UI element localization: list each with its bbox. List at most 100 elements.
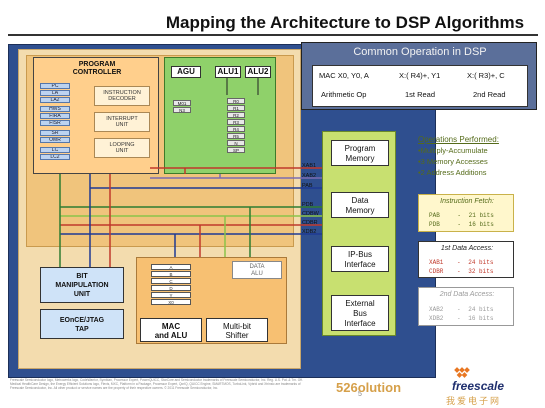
data-memory: Data Memory <box>331 192 389 218</box>
op-label-second-read: 2nd Read <box>473 90 506 99</box>
mac-line2: and ALU <box>154 331 188 340</box>
shifter-block: Multi-bit Shifter <box>206 318 268 342</box>
interrupt-unit-line1: INTERRUPT <box>106 116 138 122</box>
op-second-read: X:( R3)+, C <box>467 71 505 80</box>
shifter-line2: Shifter <box>225 331 249 340</box>
instruction-decoder-line2: DECODER <box>108 96 136 102</box>
bus-label-cdbr: CDBR <box>302 220 318 226</box>
alu-register-d: D <box>151 285 191 291</box>
bus-label-pdb: PDB <box>302 202 314 208</box>
sp-register: SP <box>227 147 245 153</box>
access2-row-xdb2: XDB2 - 16 bits <box>429 315 513 322</box>
bit-manipulation-unit: BIT MANIPULATION UNIT <box>40 267 124 303</box>
alu-register-c: C <box>151 278 191 284</box>
fetch-width: 16 bits <box>468 221 494 228</box>
looping-unit-line2: UNIT <box>115 148 129 154</box>
r3-register: R3 <box>227 119 245 125</box>
instruction-decoder-line1: INSTRUCTION <box>103 90 141 96</box>
fira-register: FIRA <box>40 113 70 119</box>
second-data-access-box: 2nd Data Access: XAB2 - 24 bits XDB2 - 1… <box>418 287 514 326</box>
operation-item: •Multiply-Accumulate <box>418 146 488 155</box>
common-operation-title: Common Operation in DSP <box>353 46 487 58</box>
access1-row-cdbr: CDBR - 32 bits <box>429 268 513 275</box>
eonce-jtag-tap: EOnCE/JTAG TAP <box>40 309 124 339</box>
fetch-row-pdb: PDB - 16 bits <box>429 221 513 228</box>
sr-register: SR <box>40 130 70 136</box>
access2-sep: - <box>457 315 461 322</box>
program-memory: Program Memory <box>331 140 389 166</box>
program-controller: PROGRAM CONTROLLER PC LA LA2 HWS FIRA FI… <box>33 57 159 174</box>
n3-register: N3 <box>173 107 191 113</box>
fetch-sep: - <box>457 221 462 228</box>
access1-sep: - <box>457 259 461 266</box>
interrupt-unit-line2: UNIT <box>115 122 129 128</box>
fisr-register: FISR <box>40 120 70 126</box>
omr-register: OMR <box>40 137 70 143</box>
memory-column: Program Memory Data Memory IP-Bus Interf… <box>322 131 396 336</box>
external-line2: Bus <box>353 309 367 318</box>
data-alu-label-line2: ALU <box>251 271 263 277</box>
agu-unit: AGU ALU1 ALU2 M01 N3 R0 R1 R2 R3 R4 R5 N… <box>164 57 276 174</box>
page-number: 5 <box>358 391 362 398</box>
access1-width: 24 bits <box>468 259 494 266</box>
r4-register: R4 <box>227 126 245 132</box>
freescale-logo-text: freescale <box>452 379 505 393</box>
instruction-decoder: INSTRUCTION DECODER <box>94 86 150 106</box>
program-controller-title: PROGRAM CONTROLLER <box>34 61 160 77</box>
access2-bus-name: XAB2 <box>429 306 444 313</box>
second-access-title: 2nd Data Access: <box>439 291 495 298</box>
access1-sep: - <box>457 268 461 275</box>
op-mac: MAC X0, Y0, A <box>319 71 369 80</box>
fetch-bus-name: PAB <box>429 212 440 219</box>
alu-register-b: B <box>151 271 191 277</box>
access2-sep: - <box>457 306 461 313</box>
access1-row-xab1: XAB1 - 24 bits <box>429 259 513 266</box>
alu-register-a: A <box>151 264 191 270</box>
bit-unit-line3: UNIT <box>73 291 91 298</box>
fetch-row-pab: PAB - 21 bits <box>429 212 513 219</box>
alu1-label: ALU1 <box>215 66 241 78</box>
access2-row-xab2: XAB2 - 24 bits <box>429 306 513 313</box>
bus-label-xdb2: XDB2 <box>302 229 317 235</box>
operations-title: Operations Performed: <box>418 135 499 144</box>
alu2-label: ALU2 <box>245 66 271 78</box>
access1-bus-name: CDBR <box>429 268 444 275</box>
lc2-register: LC2 <box>40 154 70 160</box>
access1-bus-name: XAB1 <box>429 259 444 266</box>
ipbus-line1: IP-Bus <box>347 250 372 259</box>
access2-bus-name: XDB2 <box>429 315 444 322</box>
program-controller-title-line1: PROGRAM <box>78 61 116 68</box>
data-alu-label: DATA ALU <box>232 261 282 279</box>
mac-alu-block: MAC and ALU <box>140 318 202 342</box>
external-line1: External <box>345 299 375 308</box>
page-title: Mapping the Architecture to DSP Algorith… <box>165 13 525 32</box>
bus-label-xab2: XAB2 <box>302 173 317 179</box>
instruction-fetch-box: Instruction Fetch: PAB - 21 bits PDB - 1… <box>418 194 514 232</box>
access2-width: 16 bits <box>468 315 494 322</box>
op-label-first-read: 1st Read <box>405 90 436 99</box>
external-bus-interface: External Bus Interface <box>331 295 389 331</box>
operation-item: •3 Memory Accesses <box>418 157 488 166</box>
bus-label-cdbw: CDBW <box>302 211 319 217</box>
ipbus-line2: Interface <box>344 260 376 269</box>
watermark-subtitle: 我爱电子网 <box>446 396 502 406</box>
watermark: 526olution <box>336 380 402 395</box>
fetch-sep: - <box>457 212 462 219</box>
instruction-fetch-title: Instruction Fetch: <box>440 198 494 205</box>
data-memory-line2: Memory <box>345 206 375 215</box>
data-alu-label-line1: DATA <box>249 264 265 270</box>
title-rule <box>8 34 538 36</box>
fetch-width: 21 bits <box>468 212 494 219</box>
first-data-access-box: 1st Data Access: XAB1 - 24 bits CDBR - 3… <box>418 241 514 278</box>
bit-unit-line1: BIT <box>76 273 88 280</box>
freescale-logo-icon <box>454 367 470 378</box>
ip-bus-interface: IP-Bus Interface <box>331 246 389 272</box>
r0-register: R0 <box>227 98 245 104</box>
program-memory-line2: Memory <box>345 154 375 163</box>
access1-width: 32 bits <box>468 268 494 275</box>
program-controller-title-line2: CONTROLLER <box>72 69 122 76</box>
r1-register: R1 <box>227 105 245 111</box>
agu-label: AGU <box>171 66 201 78</box>
